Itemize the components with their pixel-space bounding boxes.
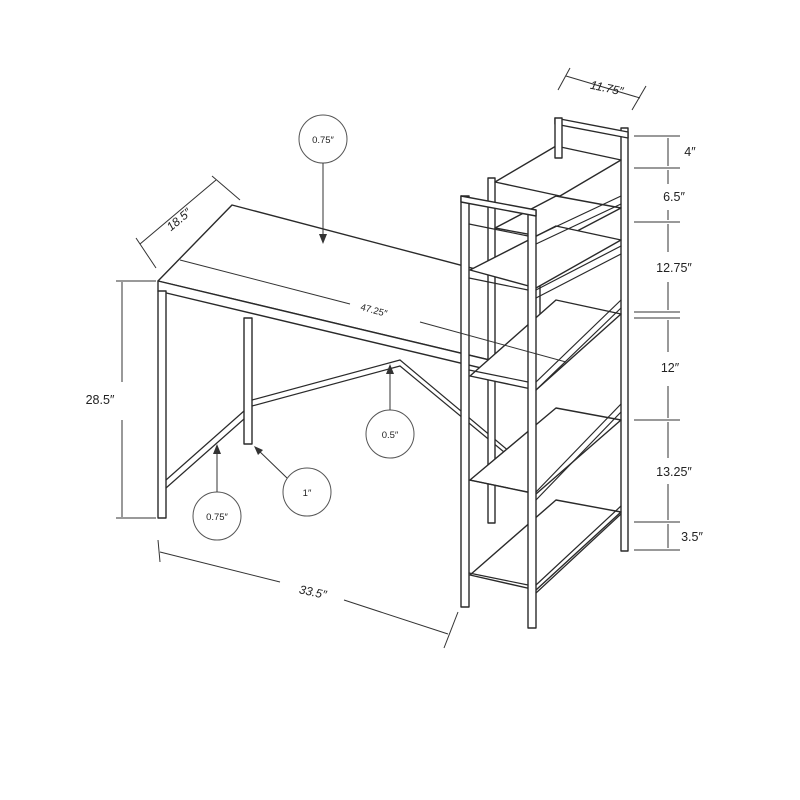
desk-side-stretcher-edge bbox=[165, 418, 245, 489]
callout-label-top: 0.75″ bbox=[312, 135, 334, 146]
shelf-front-edge-1 bbox=[468, 223, 529, 237]
shelf-side-rail-2 bbox=[535, 245, 622, 291]
shelf-side-rail-1b bbox=[535, 203, 622, 245]
shelf-depth-tick-b bbox=[631, 85, 647, 111]
shelf-front-top-rail bbox=[460, 195, 537, 217]
dimension-lines bbox=[116, 67, 680, 649]
shelf-gap-label-6: 3.5″ bbox=[681, 530, 703, 544]
height-label: 28.5″ bbox=[86, 393, 115, 407]
desk-width-label: 33.5″ bbox=[298, 582, 329, 602]
desk-cross-brace-a-edge bbox=[251, 365, 401, 407]
shelf-front-edge-5 bbox=[468, 572, 529, 586]
depth-dim-tick-a bbox=[135, 237, 157, 269]
desk-width-tick-a bbox=[157, 539, 161, 563]
shelf-post-front-left bbox=[460, 195, 470, 608]
shelf-top-rail bbox=[554, 117, 629, 139]
desk-width-dim-a bbox=[159, 551, 281, 583]
callout-pointer-leg-width bbox=[255, 447, 288, 479]
shelf-front-edge-4 bbox=[468, 479, 529, 493]
width-dim-line-a bbox=[179, 259, 351, 305]
callout-arrow-top bbox=[319, 234, 327, 244]
shelf-gap-label-3: 12.75″ bbox=[656, 261, 692, 275]
shelf-side-rail-5 bbox=[535, 505, 622, 586]
desk-side-stretcher bbox=[165, 410, 245, 481]
width-dim-line-b bbox=[419, 321, 567, 363]
shelf-board-top bbox=[494, 145, 622, 197]
shelf-side-rail-2b bbox=[535, 253, 622, 299]
desk-cross-brace-b-edge bbox=[399, 365, 505, 453]
shelf-side-rail-3b bbox=[535, 307, 622, 391]
shelf-side-rail-5b bbox=[535, 513, 622, 594]
desk-leg-rear-left bbox=[243, 317, 253, 445]
callout-arrow-leg-width bbox=[254, 446, 263, 455]
depth-dim-line bbox=[139, 179, 217, 245]
desk bbox=[157, 204, 541, 519]
shelf-side-rail-1 bbox=[535, 195, 622, 237]
shelf-gap-dims bbox=[634, 135, 680, 551]
shelf-depth-label: 11.75″ bbox=[589, 78, 625, 99]
depth-label: 18.5″ bbox=[164, 205, 195, 234]
callout-arrow-leg bbox=[213, 444, 221, 454]
shelf-post-rear-left bbox=[487, 177, 496, 524]
desk-leg-front-left bbox=[157, 290, 167, 519]
shelf-unit bbox=[460, 117, 629, 629]
shelf-depth-tick-a bbox=[557, 67, 571, 91]
shelf-front-edge-3 bbox=[468, 369, 529, 383]
shelf-depth-dim bbox=[565, 75, 641, 99]
callout-label-brace: 0.5″ bbox=[382, 430, 399, 441]
callout-label-leg: 0.75″ bbox=[206, 512, 228, 523]
desk-width-tick-b bbox=[443, 611, 459, 649]
shelf-gap-label-5: 13.25″ bbox=[656, 465, 692, 479]
shelf-post-rear-right bbox=[620, 127, 629, 552]
labels: 18.5″ 47.25″ 28.5″ 33.5″ 11.75″ 4″ 6.5″ … bbox=[86, 78, 704, 602]
shelf-post-front-right bbox=[527, 209, 537, 629]
shelf-front-edge-2 bbox=[468, 277, 529, 291]
shelf-post-top-back bbox=[554, 117, 563, 159]
desk-width-dim-b bbox=[343, 599, 449, 635]
shelf-gap-label-2: 6.5″ bbox=[663, 190, 685, 204]
callout-arrow-brace bbox=[386, 364, 394, 374]
shelf-gap-label-1: 4″ bbox=[684, 145, 696, 159]
callout-circle-leg-width bbox=[282, 467, 332, 517]
callouts bbox=[192, 114, 415, 541]
callout-label-leg-width: 1″ bbox=[303, 488, 312, 499]
shelf-side-rail-4 bbox=[535, 403, 622, 493]
shelf-side-rail-3 bbox=[535, 299, 622, 383]
desk-top-surface bbox=[157, 204, 541, 373]
shelf-side-rail-4b bbox=[535, 411, 622, 501]
shelf-gap-label-4: 12″ bbox=[661, 361, 680, 375]
desk-cross-brace-a bbox=[251, 359, 401, 401]
depth-dim-tick-b bbox=[211, 175, 241, 201]
